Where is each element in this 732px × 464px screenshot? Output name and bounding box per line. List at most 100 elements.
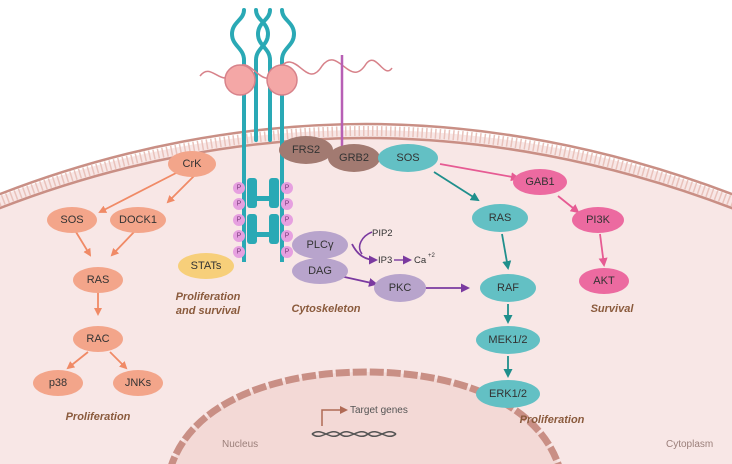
svg-text:P: P: [285, 249, 290, 256]
node-raf[interactable]: RAF: [480, 274, 536, 302]
svg-text:GAB1: GAB1: [525, 176, 554, 188]
nucleus-envelope: [168, 368, 562, 464]
svg-text:STATs: STATs: [191, 260, 222, 272]
svg-text:P: P: [237, 201, 242, 208]
ligand-fgf: [199, 59, 393, 96]
receptor-left-ectodomain: [229, 8, 271, 142]
svg-text:GRB2: GRB2: [339, 152, 369, 164]
outcome-prolif-survival-1: Proliferation: [176, 291, 241, 303]
node-dock1[interactable]: DOCK1: [110, 207, 166, 233]
node-dag[interactable]: DAG: [292, 258, 348, 284]
arrow-dag-pkc: [339, 275, 378, 287]
svg-text:JNKs: JNKs: [125, 377, 152, 389]
node-p38[interactable]: p38: [33, 370, 83, 396]
node-grb2[interactable]: GRB2: [328, 144, 380, 172]
phospho-l5: P: [233, 246, 245, 258]
label-ip3: IP3: [378, 255, 392, 266]
phospho-r5: P: [281, 246, 293, 258]
node-akt[interactable]: AKT: [579, 268, 629, 294]
phospho-l1: P: [233, 182, 245, 194]
phospho-l4: P: [233, 230, 245, 242]
outcome-proliferation-right: Proliferation: [520, 414, 585, 426]
svg-text:PI3K: PI3K: [586, 214, 611, 226]
svg-text:DOCK1: DOCK1: [119, 214, 157, 226]
svg-text:P: P: [285, 233, 290, 240]
arrow-plcg-ip3: [351, 243, 378, 265]
node-sos-left[interactable]: SOS: [47, 207, 97, 233]
kinase-bridge-1: [249, 196, 277, 201]
receptor-right-ectodomain: [255, 8, 297, 142]
arrow-dock1-ras: [110, 231, 135, 257]
svg-text:AKT: AKT: [593, 275, 615, 287]
svg-text:P: P: [237, 217, 242, 224]
label-nucleus: Nucleus: [222, 439, 258, 450]
label-cytoplasm: Cytoplasm: [666, 439, 713, 450]
phospho-sites: P P P P P P P P P P: [233, 182, 293, 258]
label-target-genes: Target genes: [350, 405, 408, 416]
node-jnks[interactable]: JNKs: [113, 370, 163, 396]
node-pkc[interactable]: PKC: [374, 274, 426, 302]
membrane-outer: [0, 122, 732, 196]
node-crk[interactable]: CrK: [168, 151, 216, 177]
svg-text:DAG: DAG: [308, 265, 332, 277]
outcome-survival: Survival: [591, 303, 635, 315]
node-stats[interactable]: STATs: [178, 253, 234, 279]
arrow-sos-ras: [75, 231, 92, 257]
node-plcg[interactable]: PLCγ: [292, 231, 348, 259]
svg-text:RAS: RAS: [489, 212, 512, 224]
svg-text:ERK1/2: ERK1/2: [489, 388, 527, 400]
arrow-ras-raf: [501, 233, 512, 270]
svg-text:RAC: RAC: [86, 333, 109, 345]
node-mek[interactable]: MEK1/2: [476, 326, 540, 354]
dna-helix: [311, 431, 397, 437]
svg-text:PLCγ: PLCγ: [307, 239, 334, 251]
ligand-blob-left: [224, 64, 256, 96]
svg-text:PKC: PKC: [389, 282, 412, 294]
label-pip2: PIP2: [372, 228, 393, 239]
phospho-r1: P: [281, 182, 293, 194]
membrane-inner: [0, 136, 732, 210]
svg-text:MEK1/2: MEK1/2: [488, 334, 527, 346]
pip2-curve: [358, 231, 373, 255]
arrow-sos-ras-mid: [433, 171, 480, 202]
arrow-target-genes: [321, 406, 348, 426]
svg-text:RAS: RAS: [87, 274, 110, 286]
node-ras-left[interactable]: RAS: [73, 267, 123, 293]
svg-text:CrK: CrK: [183, 158, 203, 170]
nodes: CrK SOS DOCK1 RAS RAC p38 JNKs FRS2 GRB2…: [33, 136, 629, 408]
phospho-r4: P: [281, 230, 293, 242]
cell: [0, 122, 732, 464]
svg-text:P: P: [285, 217, 290, 224]
kinase-block-r1: [269, 178, 279, 208]
label-ca: Ca: [414, 255, 427, 266]
kinase-bridge-2: [249, 232, 277, 237]
arrow-gab1-pi3k: [557, 195, 580, 214]
node-gab1[interactable]: GAB1: [513, 169, 567, 195]
kinase-block-l2: [247, 214, 257, 244]
svg-text:FRS2: FRS2: [292, 144, 320, 156]
node-ras-mid[interactable]: RAS: [472, 204, 528, 232]
svg-text:P: P: [285, 201, 290, 208]
cytoplasm-region: [0, 130, 732, 464]
kinase-block-l1: [247, 178, 257, 208]
svg-text:RAF: RAF: [497, 282, 519, 294]
outcome-cytoskeleton: Cytoskeleton: [291, 303, 360, 315]
svg-text:SOS: SOS: [396, 152, 419, 164]
node-pi3k[interactable]: PI3K: [572, 207, 624, 233]
arrow-rac-jnks: [109, 351, 128, 370]
phospho-r3: P: [281, 214, 293, 226]
node-erk[interactable]: ERK1/2: [476, 380, 540, 408]
receptor-dimer: [229, 8, 297, 262]
svg-text:p38: p38: [49, 377, 67, 389]
node-frs2[interactable]: FRS2: [279, 136, 333, 164]
arrows: [66, 163, 608, 426]
arrow-sos-gab1: [439, 163, 520, 182]
membrane-core: [0, 125, 732, 207]
svg-text:P: P: [237, 233, 242, 240]
node-sos-top[interactable]: SOS: [378, 144, 438, 172]
svg-text:P: P: [285, 185, 290, 192]
ligand-blob-right: [266, 64, 298, 96]
svg-text:P: P: [237, 249, 242, 256]
phospho-r2: P: [281, 198, 293, 210]
node-rac[interactable]: RAC: [73, 326, 123, 352]
